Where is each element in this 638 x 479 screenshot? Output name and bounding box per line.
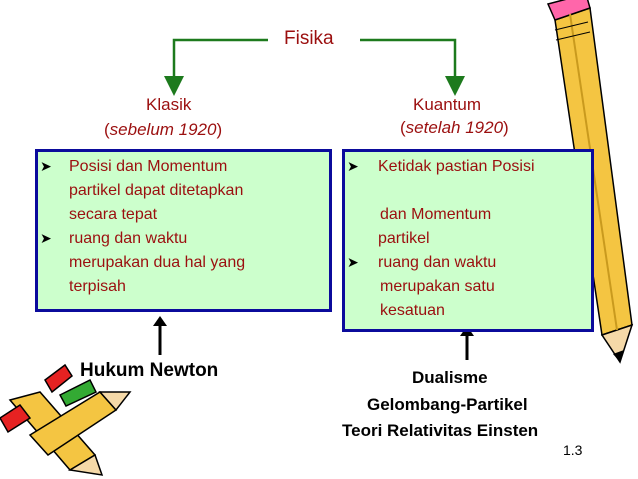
left-item-2-line-3: terpisah	[69, 278, 126, 295]
left-footer: Hukum Newton	[80, 360, 219, 381]
bullet-arrow-icon: ➤	[347, 254, 359, 270]
right-heading: Kuantum	[413, 95, 482, 114]
diagram-title: Fisika	[284, 28, 334, 49]
right-footer-line-3: Teori Relativitas Einsten	[342, 421, 539, 440]
bullet-arrow-icon: ➤	[40, 230, 52, 246]
right-subheading: (setelah 1920)	[400, 118, 509, 137]
arrow-to-kuantum	[360, 38, 465, 96]
left-item-2-line-1: ruang dan waktu	[69, 230, 188, 247]
right-item-1-line-4: partikel	[378, 230, 430, 247]
right-footer-line-2: Gelombang-Partikel	[367, 395, 528, 414]
right-item-2-line-1: ruang dan waktu	[378, 254, 497, 271]
left-item-1-line-1: Posisi dan Momentum	[69, 158, 228, 175]
arrow-to-klasik	[164, 38, 268, 96]
right-item-2-line-3: kesatuan	[380, 302, 445, 319]
right-item-1-line-3: dan Momentum	[380, 206, 492, 223]
bullet-arrow-icon: ➤	[347, 158, 359, 174]
left-item-1-line-3: secara tepat	[69, 206, 158, 223]
left-heading: Klasik	[146, 95, 192, 114]
right-item-2-line-2: merupakan satu	[380, 278, 495, 295]
left-subheading: (sebelum 1920)	[104, 120, 223, 139]
pencil-icon-bottom-left	[0, 363, 132, 476]
bullet-arrow-icon: ➤	[40, 158, 52, 174]
klasik-box: ➤ Posisi dan Momentum partikel dapat dit…	[35, 149, 332, 312]
left-item-1-line-2: partikel dapat ditetapkan	[69, 182, 244, 199]
right-item-1-line-1: Ketidak pastian Posisi	[378, 158, 535, 175]
right-footer-line-1: Dualisme	[412, 368, 488, 387]
left-item-2-line-2: merupakan dua hal yang	[69, 254, 246, 271]
kuantum-box: ➤ Ketidak pastian Posisi dan Momentum pa…	[342, 149, 594, 332]
page-number: 1.3	[563, 442, 583, 458]
